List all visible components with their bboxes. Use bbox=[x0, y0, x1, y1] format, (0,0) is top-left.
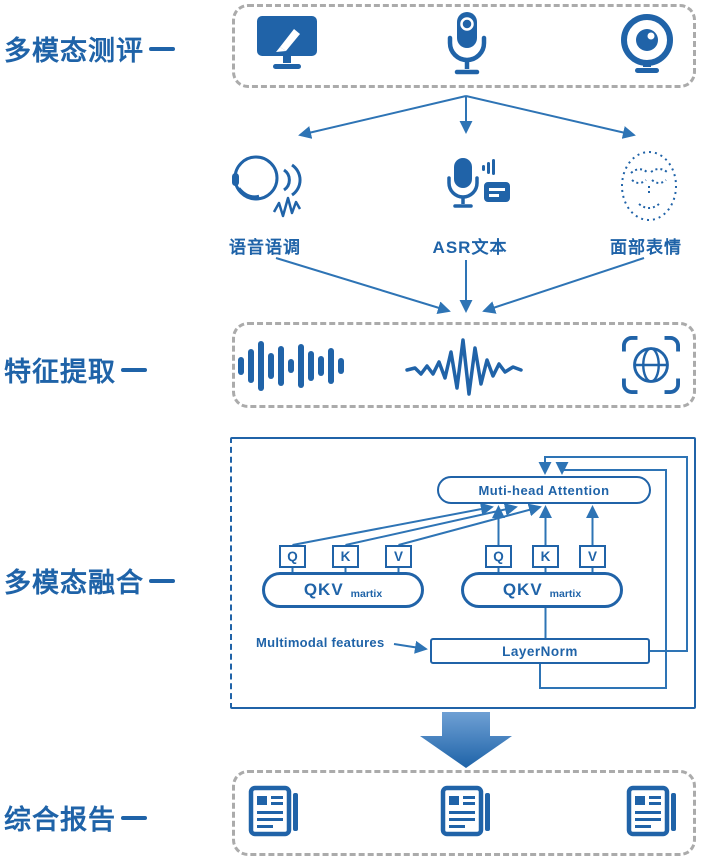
qkv-title: QKV bbox=[303, 580, 344, 599]
label-dash bbox=[121, 367, 147, 372]
stage-label-report-text: 综合报告 bbox=[4, 805, 116, 835]
stage-label-fusion: 多模态融合 bbox=[4, 561, 175, 600]
layernorm-block: LayerNorm bbox=[430, 638, 650, 664]
report-doc-icon bbox=[626, 785, 676, 837]
mic-transcript-icon bbox=[447, 158, 510, 208]
flow-down-arrow bbox=[420, 712, 512, 768]
microphone-icon bbox=[447, 12, 487, 75]
stage-label-assessment: 多模态测评 bbox=[4, 29, 175, 68]
qkv-head-q-right: Q bbox=[485, 545, 512, 568]
stage-label-extraction: 特征提取 bbox=[4, 350, 147, 389]
face-mesh-icon bbox=[621, 151, 677, 221]
qkv-subtitle: martix bbox=[350, 587, 383, 600]
qkv-head-v-right: V bbox=[579, 545, 606, 568]
modality-label-asr: ASR文本 bbox=[432, 238, 508, 257]
label-dash bbox=[121, 815, 147, 820]
screen-writing-icon bbox=[257, 16, 317, 69]
stage-label-extraction-text: 特征提取 bbox=[4, 357, 116, 387]
modality-label-face: 面部表情 bbox=[610, 238, 682, 257]
stage-label-report: 综合报告 bbox=[4, 798, 147, 837]
label-dash bbox=[149, 578, 175, 583]
label-dash bbox=[149, 46, 175, 51]
qkv-head-k-left: K bbox=[332, 545, 359, 568]
waveform-bars-icon bbox=[238, 341, 344, 391]
qkv-title: QKV bbox=[502, 580, 543, 599]
qkv-head-k-right: K bbox=[532, 545, 559, 568]
qkv-matrix-block-right: QKV martix bbox=[461, 572, 623, 608]
signal-wave-icon bbox=[405, 338, 523, 396]
attention-block: Muti-head Attention bbox=[437, 476, 651, 504]
qkv-subtitle: martix bbox=[549, 587, 582, 600]
qkv-matrix-block-left: QKV martix bbox=[262, 572, 424, 608]
stage-label-fusion-text: 多模态融合 bbox=[4, 568, 144, 598]
multimodal-features-label: Multimodal features bbox=[256, 635, 385, 650]
report-doc-icon bbox=[248, 785, 298, 837]
webcam-icon bbox=[621, 14, 673, 73]
face-scan-icon bbox=[622, 336, 680, 394]
qkv-head-v-left: V bbox=[385, 545, 412, 568]
stage-label-assessment-text: 多模态测评 bbox=[4, 36, 144, 66]
qkv-head-q-left: Q bbox=[279, 545, 306, 568]
speaking-person-icon bbox=[232, 155, 302, 218]
modality-label-voice: 语音语调 bbox=[229, 238, 301, 257]
report-doc-icon bbox=[440, 785, 490, 837]
